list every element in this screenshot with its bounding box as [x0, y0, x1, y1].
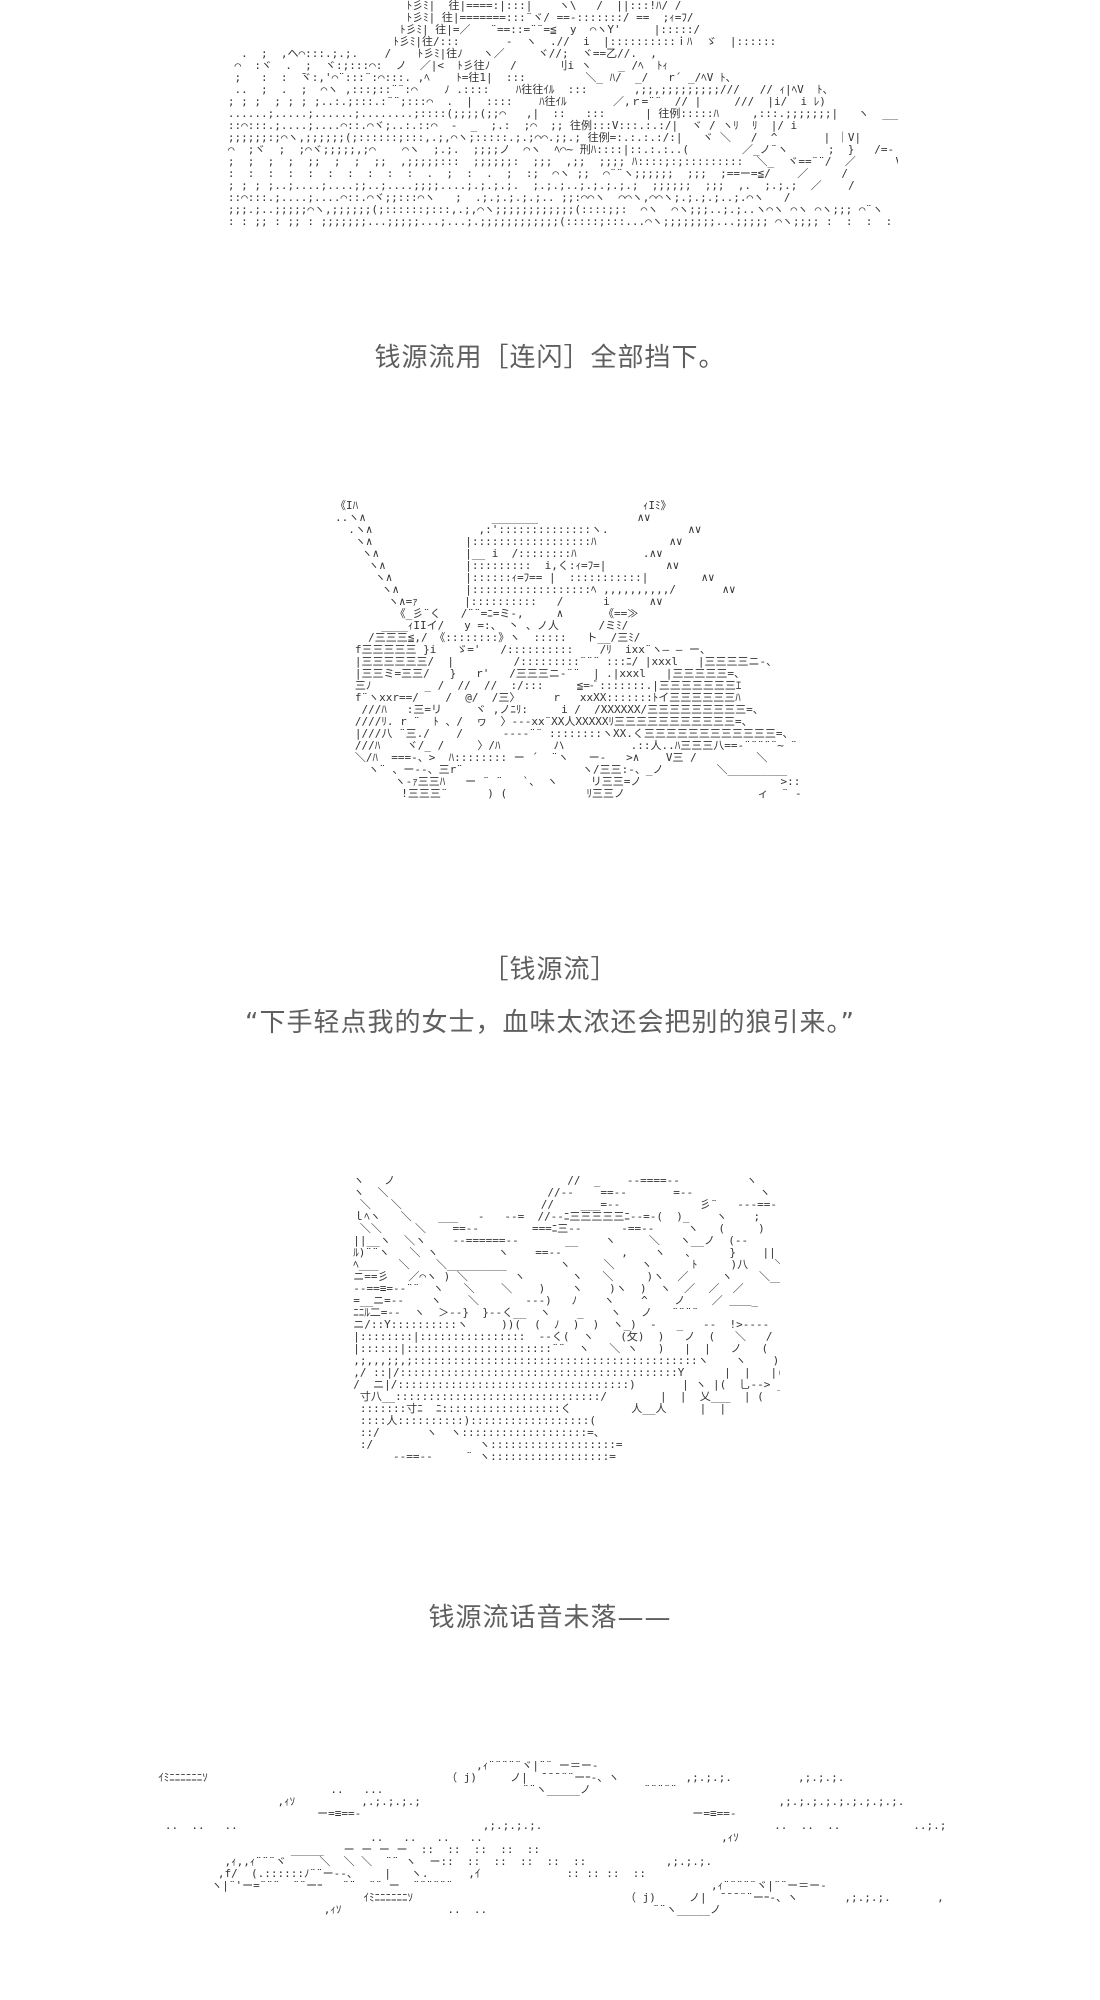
ascii-art-line: :/ ヽ:::::::::::::::::::=: [340, 1438, 623, 1451]
ascii-art-line: ｲﾐﾆﾆﾆﾆﾆﾆｿ （ j) ノ| ̄ ̄ ̄ ¨¨ーｰ-、ヽ ,;.;.;. …: [145, 1891, 945, 1904]
ascii-art-line: |三三三三三三/ | /:::::::::¨¨¨ :::ﾆ/ |xxxl |三三…: [335, 655, 778, 668]
caption-scene-3: 钱源流话音未落——: [428, 1603, 672, 1633]
ascii-art-line: f三三三三三 }i ゞ=' /:::::::::: /ﾘ ixx¨ヽ― ― ー、: [335, 643, 711, 656]
ascii-art-line: ﾙ)¨¨ヽ ＼ ヽ ヽ ==-- , ヽ 、 } || 乂__: [340, 1246, 780, 1259]
ascii-art-scene-1: ﾄ彡ﾐ| 往|====:|:::| ヽ\ / ||:::!ﾊ/ / ﾄ彡ﾐ| 往…: [208, 0, 898, 320]
ascii-art-line: .. .. .. ,;.;.;.;. .. .. .. ..;.;.;.;.: [145, 1819, 945, 1832]
ascii-art-line: ......;.....;......;........;::::(;;;;(;…: [227, 107, 898, 120]
ascii-art-line: ⌒ ;ヾ ; ;⌒ヾ;;;;;,;⌒ ⌒ヽ ;.;. ;;;;ノ ⌒ヽ ﾍ⌒~ …: [208, 143, 898, 156]
ascii-art-line: |::::::::|:::::::::::::::: --く( ヽ (攵) ) …: [353, 1330, 773, 1343]
ascii-art-line: ヽ∧ |::::::::::::::::::ﾍ ,,,,,,,,,,/ ∧∨: [335, 583, 736, 596]
ascii-art-line: ヽ∧ |__ i /::::::::ﾊ .∧∨: [335, 547, 663, 560]
ascii-art-line: --==-- ¨ ヽ::::::::::::::::::=: [340, 1450, 616, 1463]
ascii-art-line: 寸八__:::::::::::::::::::::::::::::::/ | |…: [359, 1390, 764, 1403]
ascii-art-line: ///ﾊ ヾ/_ / 〉/ﾊ ハ .::人..ﾊ三三三八==-¨¨¨¨¨~ ¨ヾ…: [335, 739, 800, 752]
ascii-art-line: 《Iﾊ ｨIﾐ》: [335, 500, 672, 512]
ascii-art-line: 《_彡¨く /¨¨=ﾆ=ミ-, ∧ 《==≫: [335, 607, 639, 620]
ascii-art-line: / ニ|/:::::::::::::::::::::::::::::::::::…: [353, 1378, 780, 1391]
ascii-art-line: |::::::|::::::::::::::::::::::¨¨ ヽ ＼ ヽ )…: [353, 1342, 769, 1355]
ascii-art-line: 三ﾉ _ / // // :/::: ≦=-ﾞ:::::::.|三三三三三三三ｴ: [335, 679, 742, 692]
ascii-art-line: ﾄ彡ﾐ|往/::: - ヽ .// i |::::::::::ｉﾊ ゞ |:::…: [208, 35, 777, 48]
ascii-art-line: ____ｨIIイ/ y =:、 丶 、ノ人 /ミﾐ/: [335, 619, 629, 632]
ascii-art-line: ﾄ彡ﾐ| 往|=======:::¨ヾ/ ==-:::::::/ == ;ｨ=ﾌ…: [208, 11, 694, 24]
ascii-art-line: ////ﾘ. r ¨ ﾄ 、/ ヮ 〉---xx¨XX人XXXXXﾘ三三三三三三…: [335, 715, 753, 728]
ascii-art-line: . ; ,ヘ⌒:::.;.;. / ﾄ彡ﾐ|往ﾉ ヽ／ ヾ//; ヾ==乙//.…: [208, 47, 657, 60]
ascii-art-line: _____ ー ー ー ー :: :: :: :: ::: [145, 1843, 540, 1856]
ascii-art-line: ヽ|¨'ー=¨¨¨ ¨¨ーｰ ¨¨ ¨¨ ー ¨¨¨¨¨¨ ,ｨ¨¨¨¨¨ヾ|¨…: [145, 1879, 827, 1892]
ascii-art-line: .ヽ∧ ,:'::::::::::::::ヽ. ∧∨: [335, 523, 702, 536]
ascii-art-line: .. ... ¨¨ヽ_____ノ ¨¨¨¨¨: [145, 1783, 677, 1796]
ascii-art-line: : : ;; : ;; : ;;;;;;;...;;;;;...;...;.;;…: [208, 215, 898, 228]
ascii-art-line: :::::::寸ﾆ ﾆ::::::::::::::::::く 人__人 | | …: [359, 1402, 727, 1415]
ascii-art-line: ,/ ::|/:::::::::::::::::::::::::::::::::…: [353, 1366, 780, 1379]
ascii-art-line: ー=≡==- ー=≡==-: [145, 1807, 737, 1820]
ascii-art-line: ; ; ; ; ;; ; ; ;; ,;;;;;::: ;;;;;;: ;;; …: [208, 155, 898, 168]
ascii-art-line: ..ヽ∧ _______ ∧∨: [335, 511, 651, 524]
ascii-art-line: ﾍ___ ＼ ＼_________ ヽ ＼ ヽ ﾄ )八 ＼: [340, 1258, 780, 1271]
ascii-art-line: ,;,,,;;,;:::::::::::::::::::::::::::::::…: [353, 1354, 780, 1367]
ascii-art-line: ; ; ; ; ; ; ;..:.;:::.:¨¨;:::⌒ . | :::: …: [208, 95, 826, 108]
ascii-art-line: ///ﾊ :三=リ ヾ ,ノﾆﾘ: i / /XXXXXX/三三三三三三三三三=…: [335, 703, 764, 716]
ascii-art-line: ,ｨｿ .. .. ¨¨ヽ_____ノ: [145, 1903, 722, 1916]
ascii-art-line: ,f/ (.::::::ﾉ¨¨ー--、 | ヽ. ,ｲ :: :: :: ::: [145, 1867, 646, 1880]
ascii-art-line: |///八 ¨三./ / ----¨¨ ::::::::ヽXX.く三三三三三三三…: [335, 727, 794, 740]
ascii-art-line: ヽ∧ |::::::::: i,く:ｨ=ﾌ=| ∧∨: [335, 559, 680, 572]
ascii-art-line: ニ==彡 ／⌒ヽ ) ＼ ヽ ヽ ＼ )ヽ ／ ヽ ＼___: [340, 1270, 780, 1283]
ascii-art-line: ﾄ彡ﾐ| 往|=／ ¨==::=¨¨=≦ y ⌒ヽY' |:::::/: [208, 23, 701, 36]
ascii-art-line: ＼/ﾊ ===-、> ﾊ:::::::: ー ´ ¨ヽ ー- >∧ V三 / ＼…: [354, 751, 768, 764]
ascii-art-line: ::::人::::::::::)::::::::::::::::::( 人 、_…: [359, 1414, 597, 1427]
caption-scene-1: 钱源流用［连闪］全部挡下。: [374, 343, 726, 373]
ascii-art-line: f¨ヽxxr==/ / @/ /三〉 r xxXX:::::::ﾄイ三三三三三三…: [335, 691, 741, 704]
ascii-art-line: .. .. .. .. ,ｨｿ: [145, 1831, 739, 1844]
ascii-art-line: --==≡=--¨¨ ヽ ＼ ＼ ) ヽ )ヽ ) ヽ ／ ／ ／: [340, 1282, 744, 1295]
ascii-art-line: .. ; . ; ⌒ヽ ,:::;::¨¨:⌒ ﾉ .:::: ﾊ往往ｲﾙ ::…: [208, 83, 834, 96]
ascii-art-scene-3: ヽ ノ // _ --====-- ヽ ヽ ＼ //-- ==-- =-- ヽ …: [340, 1175, 780, 1585]
ascii-art-line: ヽ ＼ //-- ==-- =-- ヽ ;: [340, 1186, 780, 1199]
ascii-art-line: ⌒ :ヾ . ; ヾ:;:::⌒: ノ ／|< ﾄ彡往ﾉ / 刂i ヽ _ /ﾍ…: [208, 59, 668, 72]
ascii-art-character-portrait: 《Iﾊ ｨIﾐ》..ヽ∧ _______ ∧∨ .ヽ∧ ,:':::::::::…: [335, 500, 800, 935]
ascii-art-line: ; : : ̄ヾ:,'⌒¨:::¨:⌒:::. ,ﾍ ﾄ=往1| ::: ＼_ …: [208, 71, 737, 84]
ascii-art-line: ヽ∧ |::::::::::::::::::ﾊ ∧∨: [335, 535, 683, 548]
ascii-art-line: ＼ ＼ // ___=-- 彡¨ ---==- ヽ ;: [359, 1198, 777, 1211]
ascii-art-line: ニ/::Y::::::::::ヽ ))( ( ﾉ ) ) ヽ_) - _ -- …: [340, 1318, 770, 1331]
caption-dialogue-quote: “下手轻点我的女士，血味太浓还会把别的狼引来。”: [245, 1008, 855, 1038]
ascii-art-line: !三三三¨ ) ( ﾘ三三ノ ィ ¨ - .: [335, 787, 800, 800]
ascii-art-line: ヽ ノ // _ --====-- ヽ: [340, 1175, 758, 1187]
ascii-art-line: ;;;;;;:;⌒ヽ,;;;;;;(;::::::;:::,.;,⌒ヽ;::::…: [208, 131, 862, 144]
ascii-art-line: ,ｨ¨¨¨¨¨ヾ|¨¨ ー＝ー-: [145, 1760, 599, 1772]
ascii-art-line: ::/ ヽ ヽ:::::::::::::::::::=、 ＼ ＼__人 ): [359, 1426, 605, 1439]
ascii-art-line: ﾆﾆﾙ二=-- ヽ ＞--} }--く__ ヽ _ ヽ ノ ¨¨¨¨: [340, 1306, 699, 1319]
caption-speaker-name: ［钱源流］: [482, 955, 618, 985]
ascii-art-line: ; ; ; ;..;....;....;;..;....;;;;....;.;.…: [208, 179, 855, 192]
ascii-art-line: ,ｨ,,ｨ¨¨¨ヾ ＼ ＼ ＼ ¨¨ ヽ ー:: :: :: :: :: :: …: [145, 1855, 713, 1868]
ascii-art-scene-4: ,ｨ¨¨¨¨¨ヾ|¨¨ ー＝ー- ｲﾐﾆﾆﾆﾆﾆﾆｿ （ j) ノ| ̄ ̄ ̄…: [145, 1760, 945, 2000]
ascii-art-line: ;;;.;..;;;;;⌒ヽ,;;;;;;(;::::::;:::,.;,⌒ヽ;…: [208, 203, 884, 216]
ascii-art-line: =__ニ=-- ヽ ＼ ---) ﾉ ヽ ^ ノ ／ ＿＿_: [340, 1294, 759, 1307]
ascii-art-line: /三三三≦,/ 《::::::::》ヽ ::::: ト__/三ﾐ/: [335, 631, 641, 644]
ascii-art-line: : : : : : : : : : : . ; : . ; :; ⌒ヽ ;; ⌒…: [208, 167, 849, 180]
ascii-art-line: ヽ∧=ｧ |:::::::::: / i ∧∨: [335, 595, 663, 608]
ascii-art-line: ＼＼ ＼ ==-- ===ﾆ三-- -==-- ヽ ( ) ;: [340, 1222, 780, 1235]
ascii-art-line: |三三ミ=三三/ } r' /三三三ニ-¨¨ | .|xxxl |三三三三三=、: [335, 667, 746, 680]
ascii-art-line: ｲﾐﾆﾆﾆﾆﾆﾆｿ （ j) ノ| ̄ ̄ ̄ ¨¨ーｰ-、ヽ ,;.;.;. …: [145, 1771, 845, 1784]
ascii-art-line: ｌﾍヽ ＼ ___ - --= //--ﾆ三三三三三ﾆ--=-( )_ ヽ ;: [340, 1210, 761, 1223]
ascii-art-line: ヽ¨ 、ー--、三r¨ ヽ/三三:-、_ノ ＼_________: [335, 763, 788, 776]
ascii-art-line: ヽ-ｧ三三ﾊ ー ¨ ¨ `、 ヽ リ三三=ノ >::::::::::::/: [394, 775, 800, 788]
ascii-art-line: ,ｨｿ ,.;.;.;.; ,;.;.;.;.;.;.;.;.;.: [145, 1795, 905, 1808]
ascii-art-line: ||__ヽ ＼ヽ --======-- __ ヽ ＼ ヽ__ノ (--: [340, 1234, 749, 1247]
ascii-art-line: ヽ∧ |::::::ｨ=ﾌ== | :::::::::::| ∧∨: [335, 571, 715, 584]
ascii-art-line: ﾄ彡ﾐ| 往|====:|:::| ヽ\ / ||:::!ﾊ/ /: [208, 0, 682, 12]
ascii-art-line: ::⌒:::.;....;....⌒::.⌒ヾ;;:::⌒ヽ ; .;.;.;.…: [208, 191, 791, 204]
ascii-art-line: ::⌒:::.;....;....⌒::.⌒ヾ;..:.::⌒ - _ ;.: …: [208, 119, 798, 132]
